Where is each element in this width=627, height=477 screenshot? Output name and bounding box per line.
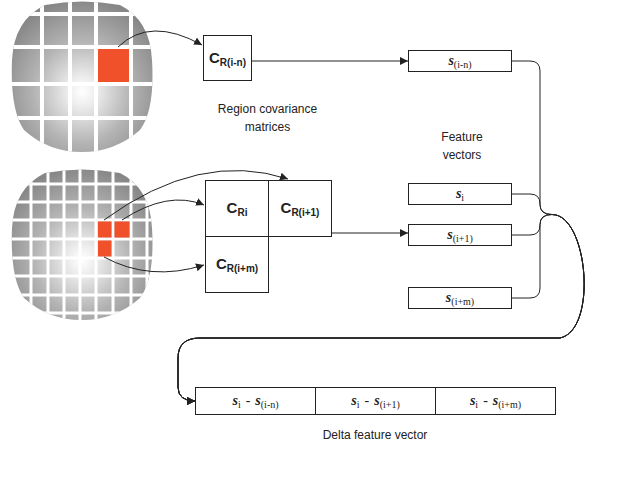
node-label: s(i-n) xyxy=(448,52,471,70)
leader-arrow xyxy=(118,31,202,47)
connector-arrow xyxy=(332,233,408,234)
node-label: si-s(i+1) xyxy=(351,392,399,410)
delta-segment: si-s(i+1) xyxy=(315,387,436,415)
subscript: (i-n) xyxy=(261,399,279,410)
node-label: CR(i-n) xyxy=(209,49,246,68)
node-label: s(i+m) xyxy=(446,289,474,307)
connector-arrow xyxy=(178,215,584,402)
node-label: si xyxy=(456,185,464,203)
node-label: si-s(i-n) xyxy=(232,392,278,410)
delta-segment: si-s(i-n) xyxy=(195,387,316,415)
symbol: s xyxy=(351,393,356,408)
connector-arrow xyxy=(252,61,408,62)
feature-vector: s(i+1) xyxy=(408,224,512,246)
leader-arrow xyxy=(122,200,204,220)
subscript: i xyxy=(475,399,478,410)
node-label: CR(i+m) xyxy=(216,255,258,274)
symbol: C xyxy=(281,199,292,216)
face-fine-grid xyxy=(0,160,170,340)
node-label: CR(i+1) xyxy=(281,199,320,218)
symbol: s xyxy=(447,227,452,242)
face-coarse-grid xyxy=(0,0,170,160)
node-label: s(i+1) xyxy=(447,226,473,244)
caption-label: Feature vectors xyxy=(422,128,502,164)
subscript: R(i+1) xyxy=(291,207,319,218)
selected-region xyxy=(115,222,130,238)
operator: - xyxy=(483,393,488,408)
subscript: (i+m) xyxy=(451,296,474,307)
selected-region xyxy=(98,49,129,82)
operator: - xyxy=(365,393,370,408)
subscript: i xyxy=(357,399,360,410)
connector-arrow xyxy=(178,61,584,401)
grid-lines xyxy=(0,0,170,160)
symbol: C xyxy=(216,255,227,272)
symbol: s xyxy=(446,290,451,305)
symbol: C xyxy=(227,199,238,216)
subscript: R(i-n) xyxy=(220,57,246,68)
node-label: si-s(i+m) xyxy=(470,392,521,410)
symbol: s xyxy=(255,393,260,408)
symbol: s xyxy=(232,393,237,408)
subscript: (i+1) xyxy=(453,233,473,244)
leader-arrow xyxy=(104,257,204,272)
selected-region xyxy=(98,241,112,257)
covariance-matrix: CR(i+m) xyxy=(205,236,269,293)
selected-region xyxy=(98,222,112,238)
operator: - xyxy=(246,393,251,408)
covariance-matrix: CRi xyxy=(205,180,269,237)
subscript: i xyxy=(461,192,464,203)
symbol: C xyxy=(209,49,220,66)
symbol: s xyxy=(493,393,498,408)
connector-arrow xyxy=(178,215,584,402)
subscript: (i+m) xyxy=(498,399,521,410)
subscript: i xyxy=(238,399,241,410)
symbol: s xyxy=(448,53,453,68)
symbol: s xyxy=(470,393,475,408)
caption-label: Region covariance matrices xyxy=(200,100,335,136)
feature-vector: s(i+m) xyxy=(408,287,512,309)
covariance-matrix: CR(i-n) xyxy=(203,35,252,81)
subscript: Ri xyxy=(237,207,247,218)
symbol: s xyxy=(374,393,379,408)
feature-vector: si xyxy=(408,183,512,205)
delta-segment: si-s(i+m) xyxy=(435,387,556,415)
subscript: R(i+m) xyxy=(227,263,258,274)
subscript: (i+1) xyxy=(380,399,400,410)
covariance-matrix: CR(i+1) xyxy=(268,180,332,237)
symbol: s xyxy=(456,186,461,201)
feature-vector: s(i-n) xyxy=(408,50,512,72)
subscript: (i-n) xyxy=(454,59,472,70)
node-label: CRi xyxy=(227,199,248,218)
caption-label: Delta feature vector xyxy=(275,426,475,444)
grid-lines xyxy=(0,160,170,340)
